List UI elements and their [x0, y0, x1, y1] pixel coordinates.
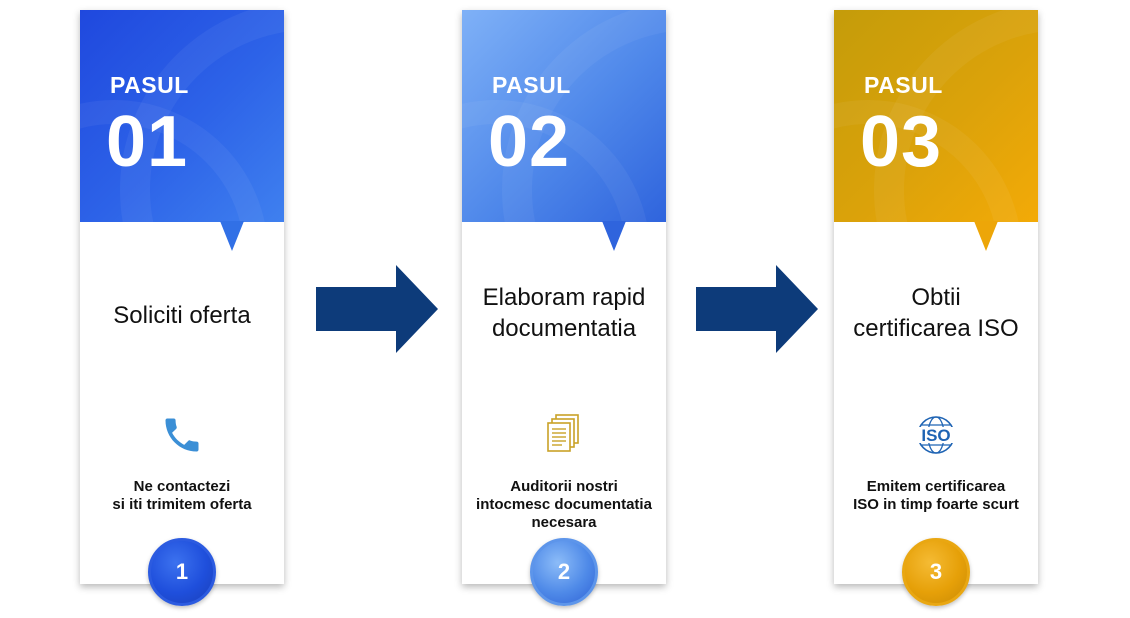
- step-description-line: si iti trimitem oferta: [112, 496, 252, 513]
- iso-logo-icon: ISO: [906, 410, 966, 460]
- step-description-line: necesara: [531, 514, 597, 531]
- step-description: Ne contactezi si iti trimitem oferta: [80, 478, 284, 514]
- step-title-line: Soliciti oferta: [113, 301, 251, 329]
- step-card-3: PASUL 03 Obtii certificarea ISO ISO Emit…: [834, 10, 1038, 584]
- step-title: Elaboram rapid documentatia: [462, 278, 666, 348]
- phone-icon: [152, 410, 212, 460]
- step-number: 03: [860, 102, 943, 182]
- documents-icon: [534, 410, 594, 460]
- step-description: Auditorii nostri intocmesc documentatia …: [462, 478, 666, 532]
- step-title: Soliciti oferta: [80, 280, 284, 350]
- step-header-3: PASUL 03: [834, 10, 1038, 251]
- right-arrow-icon: [316, 265, 438, 353]
- header-pointer: [602, 221, 626, 251]
- step-number: 01: [106, 102, 189, 182]
- step-title-line: documentatia: [491, 315, 637, 342]
- step-description-line: Ne contactezi: [133, 478, 231, 495]
- step-title-line: Elaboram rapid: [482, 284, 646, 311]
- step-description-line: Auditorii nostri: [510, 478, 618, 495]
- step-label: PASUL: [492, 72, 571, 98]
- header-pointer: [974, 221, 998, 251]
- right-arrow-icon: [696, 265, 818, 353]
- step-card-1: PASUL 01 Soliciti oferta Ne contactezi s…: [80, 10, 284, 584]
- step-description-line: intocmesc documentatia: [476, 496, 652, 513]
- step-description-line: Emitem certificarea: [866, 478, 1006, 495]
- step-header-1: PASUL 01: [80, 10, 284, 251]
- iso-logo-text: ISO: [921, 426, 950, 445]
- header-pointer: [220, 221, 244, 251]
- step-label: PASUL: [110, 72, 189, 98]
- step-header-2: PASUL 02: [462, 10, 666, 251]
- step-badge-3: 3: [902, 538, 970, 606]
- step-badge-2: 2: [530, 538, 598, 606]
- step-number: 02: [488, 102, 571, 182]
- step-title-line: certificarea ISO: [853, 315, 1019, 342]
- step-title: Obtii certificarea ISO: [834, 278, 1038, 348]
- step-description: Emitem certificarea ISO in timp foarte s…: [834, 478, 1038, 514]
- step-badge-1: 1: [148, 538, 216, 606]
- step-card-2: PASUL 02 Elaboram rapid documentatia Aud…: [462, 10, 666, 584]
- step-description-line: ISO in timp foarte scurt: [853, 496, 1019, 513]
- step-title-line: Obtii: [911, 284, 961, 311]
- step-label: PASUL: [864, 72, 943, 98]
